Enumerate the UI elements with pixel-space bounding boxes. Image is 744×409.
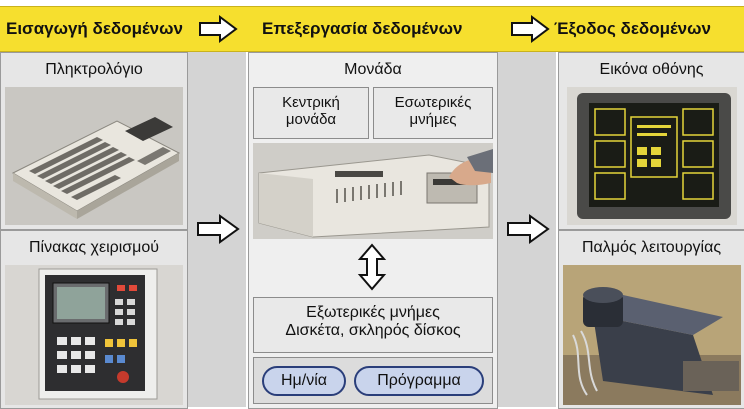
right-arrow-icon	[507, 214, 550, 244]
data-program-box: Ημ/νία Πρόγραμμα	[253, 357, 493, 404]
right-arrow-icon	[197, 214, 240, 244]
monitor-image	[567, 87, 737, 225]
actuator-label: Παλμός λειτουργίας	[581, 239, 722, 256]
external-memory-line2: Δισκέτα, σκληρός δίσκος	[285, 322, 461, 339]
control-panel-panel: Πίνακας χειρισμού	[0, 230, 188, 409]
header-output-label: Έξοδος δεδομένων	[554, 19, 711, 38]
actuator-image	[563, 265, 741, 405]
screen-label: Εικόνα οθόνης	[599, 61, 704, 78]
header-band: Εισαγωγή δεδομένων Επεξεργασία δεδομένων…	[0, 6, 744, 52]
right-arrow-icon	[511, 15, 550, 43]
control-panel-image	[5, 265, 183, 405]
keyboard-panel: Πληκτρολόγιο	[0, 52, 188, 230]
internal-memory-line1: Εσωτερικές	[394, 94, 472, 111]
unit-label: Μονάδα	[344, 61, 402, 78]
external-memory-box: Εξωτερικές μνήμες Δισκέτα, σκληρός δίσκο…	[253, 297, 493, 353]
keyboard-label: Πληκτρολόγιο	[45, 61, 143, 78]
cpu-label-line2: μονάδα	[285, 111, 337, 128]
actuator-panel: Παλμός λειτουργίας	[558, 230, 744, 409]
cpu-box: Κεντρική μονάδα	[253, 87, 369, 139]
header-processing-label: Επεξεργασία δεδομένων	[262, 19, 463, 38]
data-pill: Ημ/νία	[262, 366, 346, 396]
bidirectional-arrow-icon	[357, 243, 387, 291]
external-memory-line1: Εξωτερικές μνήμες	[306, 304, 440, 321]
control-panel-label: Πίνακας χειρισμού	[28, 239, 160, 256]
right-arrow-icon	[199, 15, 238, 43]
internal-memory-line2: μνήμες	[409, 111, 457, 128]
processing-panel: Μονάδα Κεντρική μονάδα Εσωτερικές μνήμες	[248, 52, 498, 409]
internal-memory-box: Εσωτερικές μνήμες	[373, 87, 493, 139]
keyboard-image	[5, 87, 183, 225]
header-input-label: Εισαγωγή δεδομένων	[6, 19, 183, 38]
cpu-label-line1: Κεντρική	[282, 94, 340, 111]
program-pill: Πρόγραμμα	[354, 366, 484, 396]
computer-unit-image	[253, 143, 493, 239]
screen-panel: Εικόνα οθόνης	[558, 52, 744, 230]
